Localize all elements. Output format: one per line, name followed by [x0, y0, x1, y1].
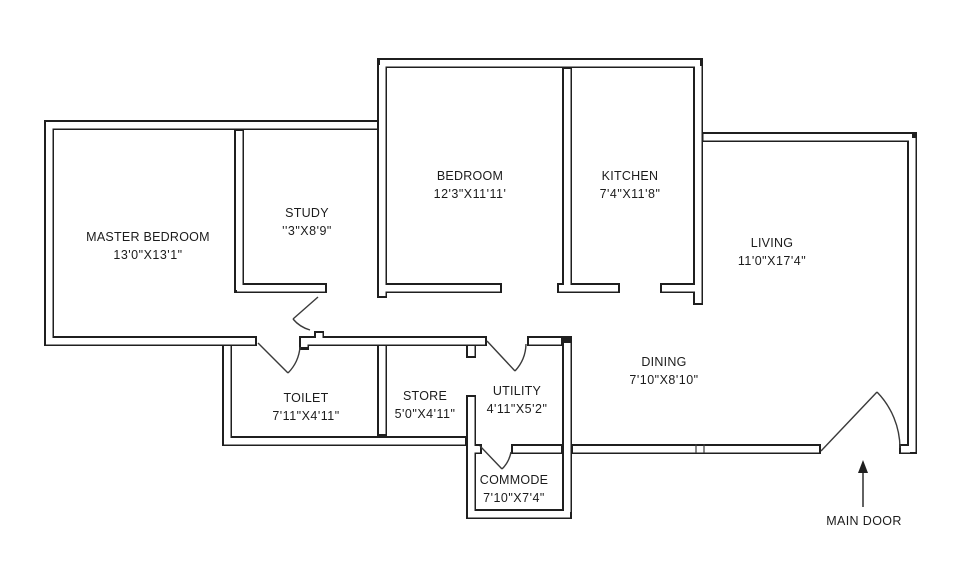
room-dims: 12'3"X11'11'	[433, 187, 507, 201]
main-door-arrow	[858, 460, 868, 507]
room-label-dining: DINING 7'10"X8'10"	[629, 353, 698, 389]
room-dims: 7'4"X11'8"	[599, 187, 661, 201]
room-label-kitchen: KITCHEN 7'4"X11'8"	[600, 167, 661, 203]
main-door-label: MAIN DOOR	[826, 514, 902, 528]
junction-ticks	[695, 444, 705, 453]
room-dims: 11'0"X17'4"	[737, 254, 807, 268]
room-label-master-bedroom: MASTER BEDROOM 13'0"X13'1"	[86, 228, 210, 264]
room-dims: 5'0"X4'11"	[394, 407, 456, 421]
room-name: DINING	[641, 355, 687, 369]
room-dims: ''3"X8'9"	[282, 224, 332, 238]
room-name: COMMODE	[479, 473, 549, 487]
room-label-utility: UTILITY 4'11"X5'2"	[487, 382, 548, 418]
room-name: KITCHEN	[601, 169, 659, 183]
room-name: UTILITY	[492, 384, 542, 398]
room-label-living: LIVING 11'0"X17'4"	[738, 234, 806, 270]
room-name: LIVING	[750, 236, 794, 250]
room-dims: 7'10"X8'10"	[629, 373, 699, 387]
room-dims: 13'0"X13'1"	[113, 248, 183, 262]
walls-white	[45, 59, 916, 518]
room-label-store: STORE 5'0"X4'11"	[395, 387, 456, 423]
room-name: TOILET	[283, 391, 329, 405]
room-label-study: STUDY ''3"X8'9"	[282, 204, 332, 240]
room-name: MASTER BEDROOM	[86, 230, 210, 244]
room-dims: 7'10"X7'4"	[483, 491, 545, 505]
room-name: BEDROOM	[436, 169, 504, 183]
arrow-head-icon	[858, 460, 868, 473]
door-arcs	[287, 318, 901, 470]
room-label-toilet: TOILET 7'11"X4'11"	[272, 389, 339, 425]
room-label-commode: COMMODE 7'10"X7'4"	[480, 471, 548, 507]
room-label-bedroom: BEDROOM 12'3"X11'11'	[434, 167, 507, 203]
room-name: STUDY	[285, 206, 329, 220]
door-leaves	[257, 296, 878, 470]
room-dims: 7'11"X4'11"	[272, 409, 340, 423]
room-dims: 4'11"X5'2"	[486, 402, 548, 416]
room-name: STORE	[402, 389, 448, 403]
